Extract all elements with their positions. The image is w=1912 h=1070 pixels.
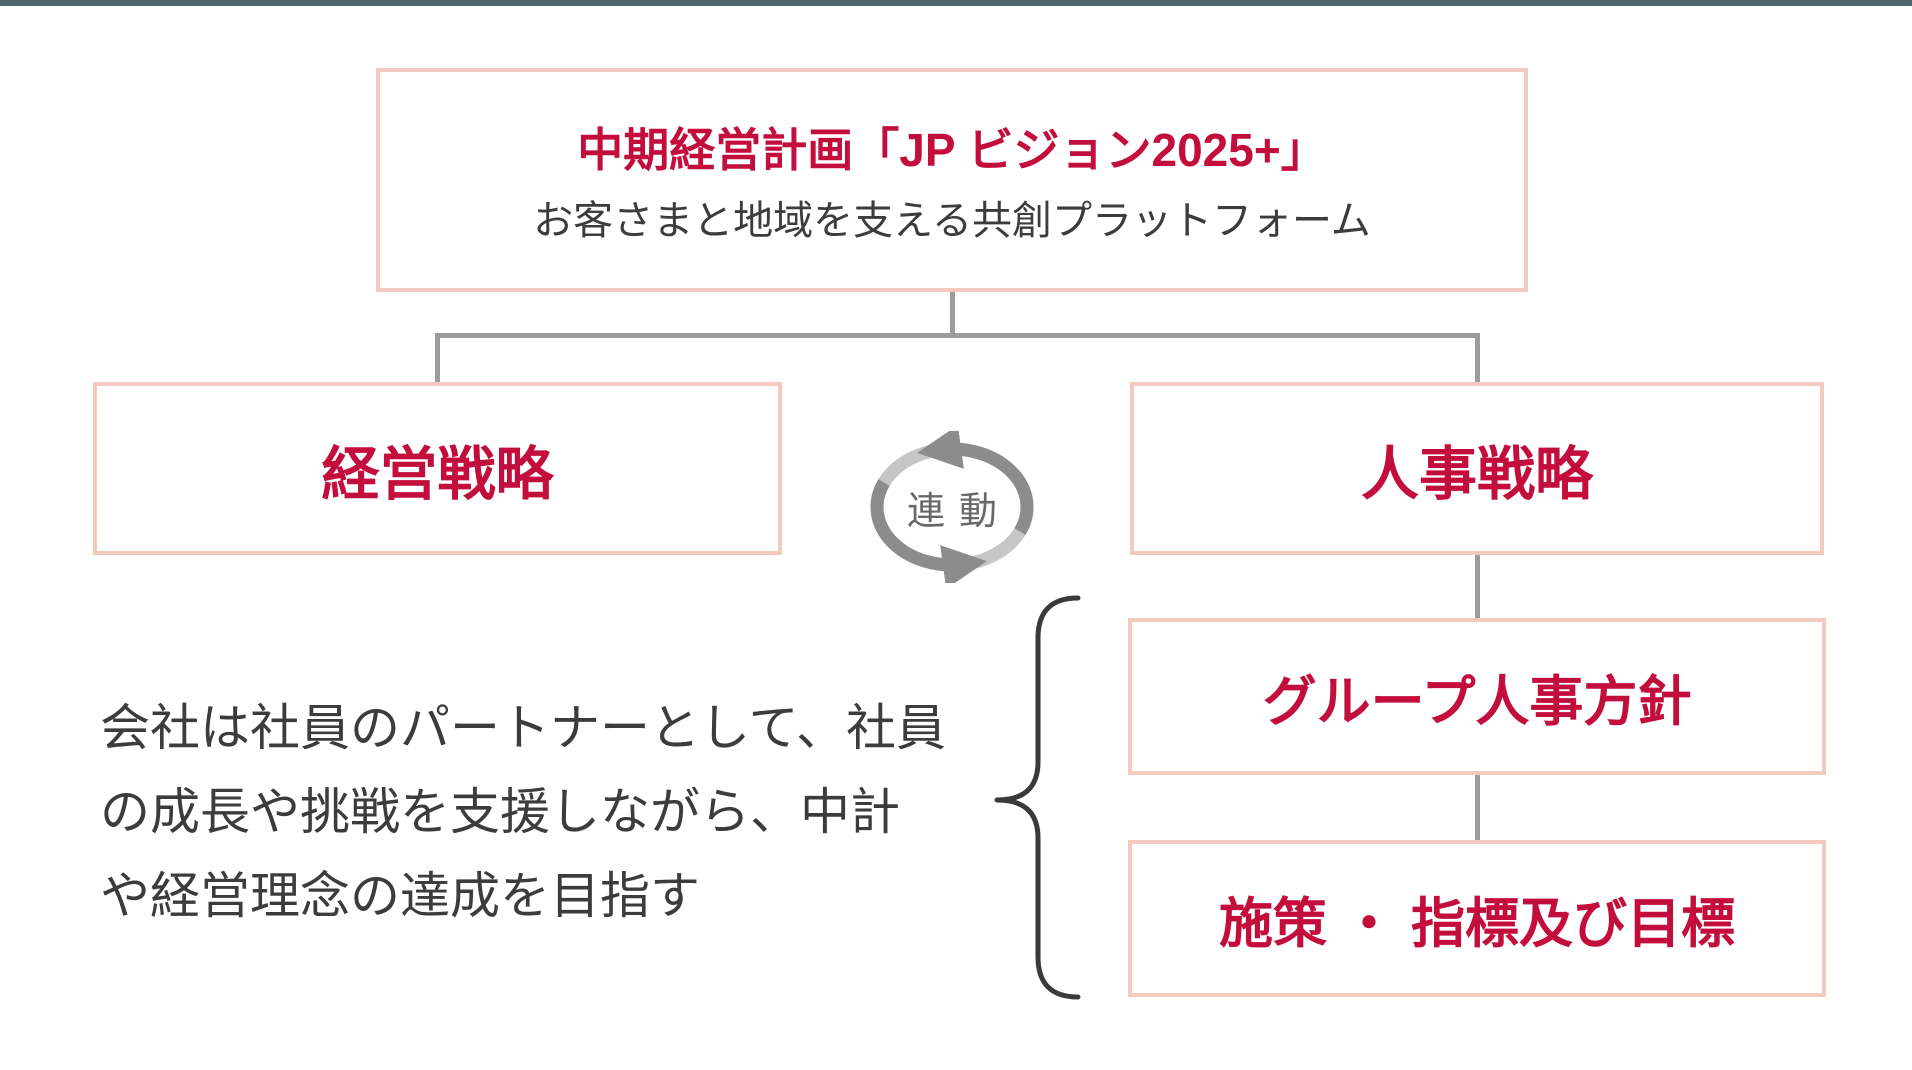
- management-strategy-label: 経営戦略: [321, 441, 554, 507]
- measures-label: 施策 ・ 指標及び目標: [1218, 894, 1735, 954]
- group-hr-policy-box: グループ人事方針: [1128, 618, 1826, 775]
- connector-horizontal: [435, 333, 1480, 338]
- partner-note-line-3: や経営理念の達成を目指す: [100, 868, 700, 924]
- connector-plan-down: [950, 292, 955, 337]
- partner-note: 会社は社員のパートナーとして、社員 の成長や挑戦を支援しながら、中計 や経営理念…: [100, 686, 946, 938]
- connector-to-management: [435, 333, 440, 382]
- plan-box: 中期経営計画「JP ビジョン2025+」 お客さまと地域を支える共創プラットフォ…: [376, 68, 1528, 292]
- cycle-arrow-bottom: [870, 479, 987, 583]
- hr-strategy-label: 人事戦略: [1360, 441, 1593, 507]
- management-strategy-box: 経営戦略: [93, 382, 782, 555]
- grouping-brace: [994, 595, 1081, 1000]
- measures-box: 施策 ・ 指標及び目標: [1128, 840, 1826, 997]
- partner-note-line-1: 会社は社員のパートナーとして、社員: [100, 700, 946, 756]
- plan-title: 中期経営計画「JP ビジョン2025+」: [577, 124, 1327, 176]
- linkage-label: 連動: [906, 490, 1011, 533]
- cycle-arrow-top: [917, 431, 1034, 535]
- connector-to-hr: [1475, 333, 1480, 382]
- top-accent-bar: [0, 0, 1912, 6]
- hr-strategy-box: 人事戦略: [1130, 382, 1824, 555]
- cycle-arrows-icon: [870, 431, 1034, 583]
- connector-policy-to-measures: [1475, 773, 1480, 840]
- connector-hr-to-policy: [1475, 553, 1480, 618]
- brace-path: [994, 595, 1081, 1000]
- linkage-badge: 連動: [861, 431, 1043, 583]
- plan-subtitle: お客さまと地域を支える共創プラットフォーム: [533, 199, 1371, 243]
- group-hr-policy-label: グループ人事方針: [1262, 672, 1692, 732]
- partner-note-line-2: の成長や挑戦を支援しながら、中計: [100, 784, 900, 840]
